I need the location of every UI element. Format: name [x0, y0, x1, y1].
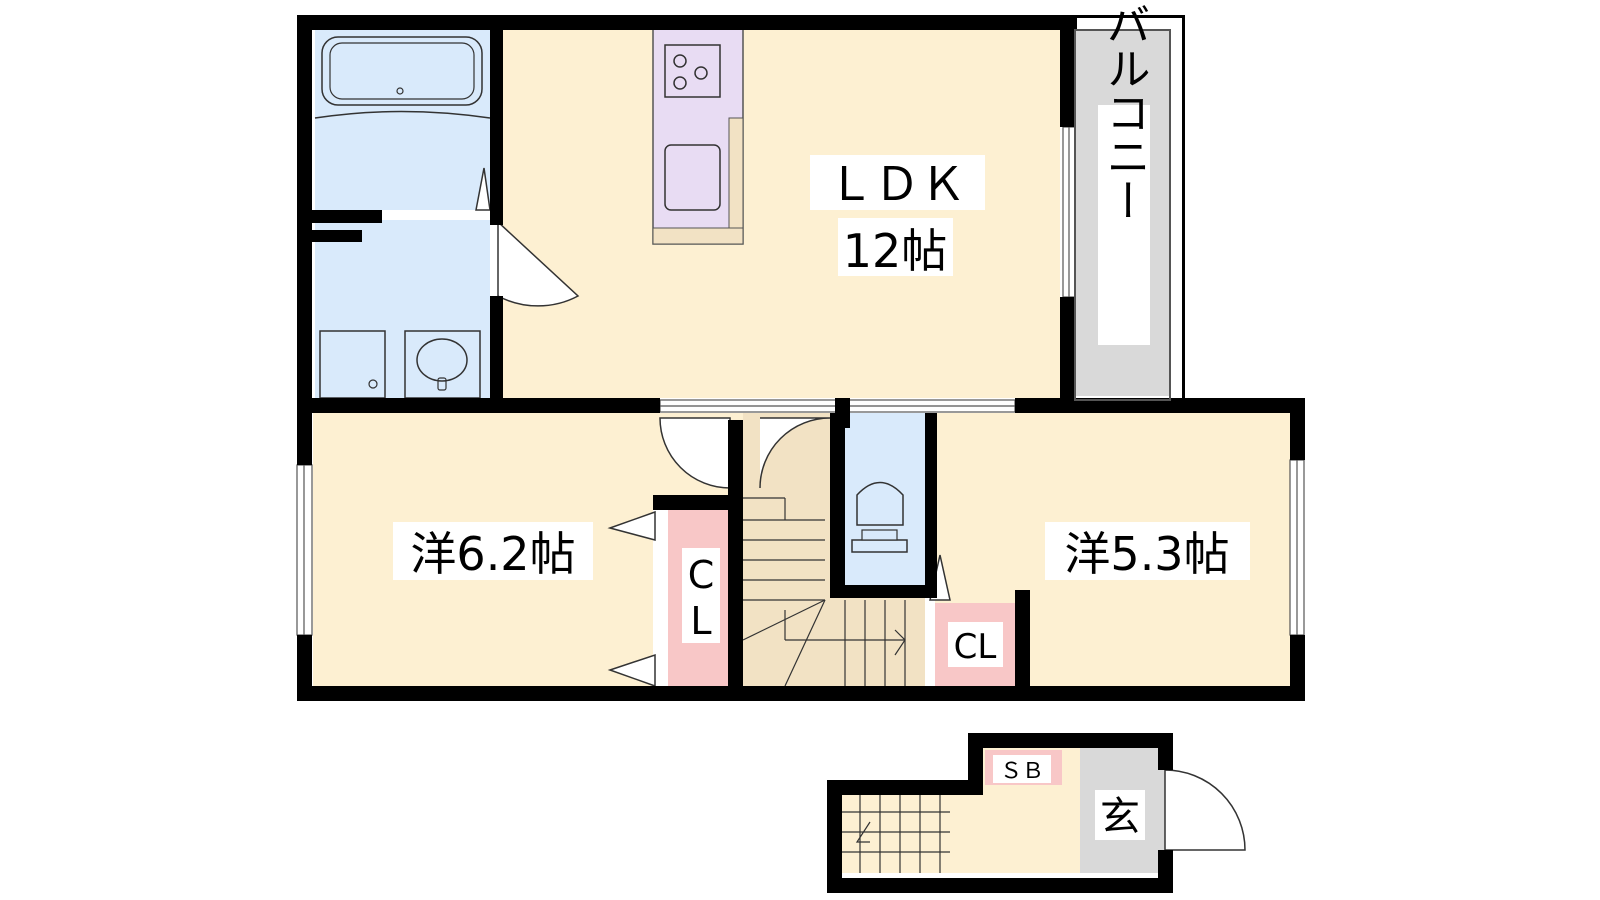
ldk-label: ＬＤＫ — [828, 157, 966, 211]
stove — [664, 44, 721, 98]
bathtub — [321, 36, 483, 106]
entrance-label: 玄 — [1100, 794, 1140, 840]
closet-1-door-top — [607, 510, 656, 541]
walls — [297, 15, 1305, 893]
balcony-label: バルコニー — [1099, 2, 1150, 222]
stairs-floor — [743, 413, 845, 686]
doors — [475, 167, 1246, 851]
labels: ＬＤＫ 12帖 バルコニー 洋6.2帖 洋5.3帖 C L CL ＳＢ 玄 — [393, 2, 1250, 840]
stairs — [742, 497, 950, 873]
burner-icon — [673, 54, 687, 68]
bath-door — [475, 167, 491, 211]
closet-1-label-c: C — [688, 553, 715, 597]
entrance-door — [1164, 769, 1246, 851]
shoe-box-label: ＳＢ — [1000, 759, 1044, 784]
toilet-fixture — [851, 481, 908, 553]
ldk-size-label: 12帖 — [843, 224, 948, 278]
western-room-1-label: 洋6.2帖 — [410, 527, 575, 581]
burner-icon — [694, 66, 708, 80]
closet-2-label: CL — [954, 627, 997, 667]
western-1-door — [659, 417, 731, 489]
entry-hall-floor — [840, 793, 1080, 873]
closet-1-label-l: L — [690, 599, 711, 643]
burner-icon — [673, 76, 687, 90]
balcony-outline — [1074, 29, 1171, 401]
sink — [664, 144, 721, 211]
kitchen-counter — [652, 27, 744, 245]
washbasin — [404, 330, 481, 399]
western-room-2-label: 洋5.3帖 — [1064, 527, 1229, 581]
washing-machine — [319, 330, 386, 399]
closet-1-door-bottom — [607, 653, 656, 688]
hall-door — [759, 417, 831, 489]
bath-fixtures — [314, 36, 908, 553]
ldk-floor — [500, 30, 1060, 398]
